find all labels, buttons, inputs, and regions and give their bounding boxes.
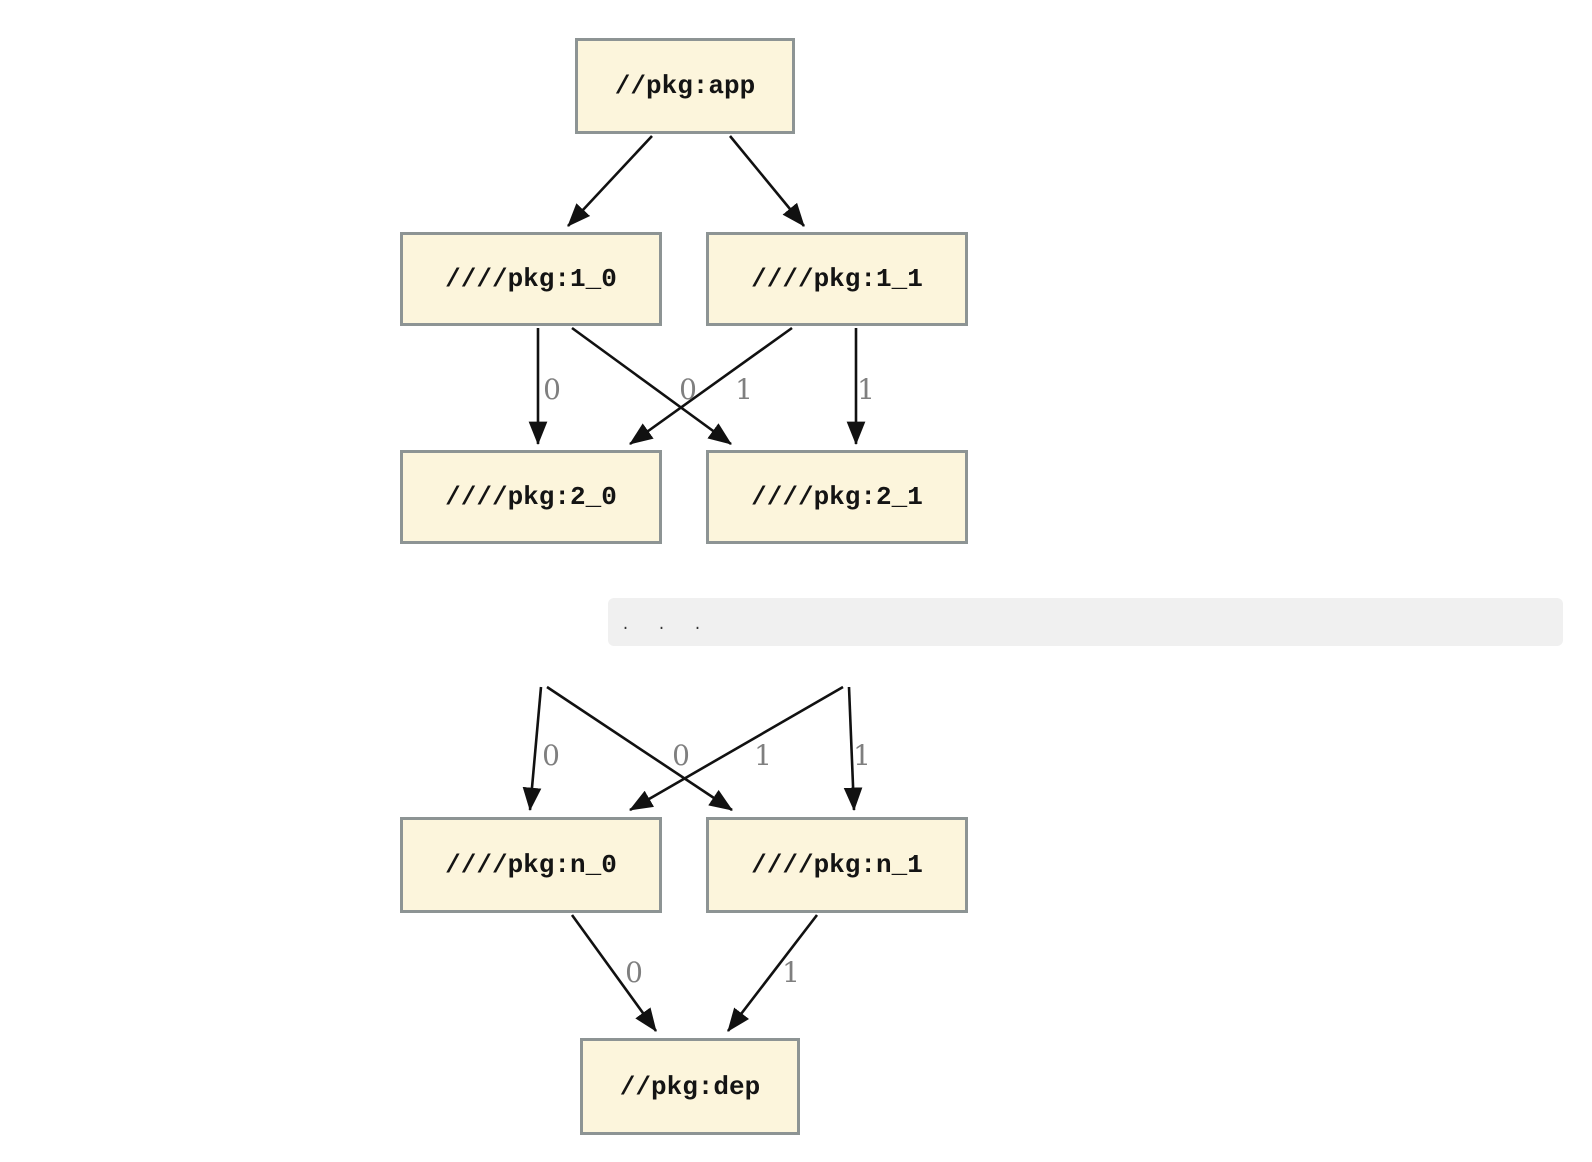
- edge-elided-to-n_1-a: [546, 685, 733, 812]
- edge-label-to-n_0-b: 0: [672, 739, 690, 772]
- edge-elided-to-n_0-a: [522, 686, 543, 812]
- edge-label-to-n_0-a: 0: [542, 739, 560, 772]
- node-pkg-1_0: ////pkg:1_0: [400, 232, 662, 326]
- edge-label-1_0-to-2_1: 1: [735, 373, 753, 406]
- edge-app-to-1_1: [728, 135, 806, 227]
- node-pkg-2_0: ////pkg:2_0: [400, 450, 662, 544]
- edge-elided-to-n_0-b: [629, 685, 844, 812]
- edge-label-to-n_1-a: 1: [754, 739, 772, 772]
- edge-label-1_1-to-2_1: 1: [857, 373, 875, 406]
- edge-label-1_1-to-2_0: 0: [679, 373, 697, 406]
- edge-n_1-to-dep: [726, 914, 819, 1032]
- edge-app-to-1_0: [567, 135, 653, 227]
- edge-label-n_1-to-dep: 1: [782, 956, 800, 989]
- ellipsis-band: . . .: [608, 598, 1563, 646]
- node-pkg-dep: //pkg:dep: [580, 1038, 800, 1135]
- edge-label-to-n_1-b: 1: [853, 739, 871, 772]
- edge-n_0-to-dep: [570, 914, 658, 1032]
- node-pkg-app: //pkg:app: [575, 38, 795, 134]
- edge-label-n_0-to-dep: 0: [625, 956, 643, 989]
- edge-label-1_0-to-2_0: 0: [543, 373, 561, 406]
- node-pkg-n_1: ////pkg:n_1: [706, 817, 968, 913]
- node-pkg-1_1: ////pkg:1_1: [706, 232, 968, 326]
- edge-1_1-to-2_0: [629, 326, 793, 446]
- node-pkg-n_0: ////pkg:n_0: [400, 817, 662, 913]
- edge-1_0-to-2_1: [571, 326, 732, 446]
- node-pkg-2_1: ////pkg:2_1: [706, 450, 968, 544]
